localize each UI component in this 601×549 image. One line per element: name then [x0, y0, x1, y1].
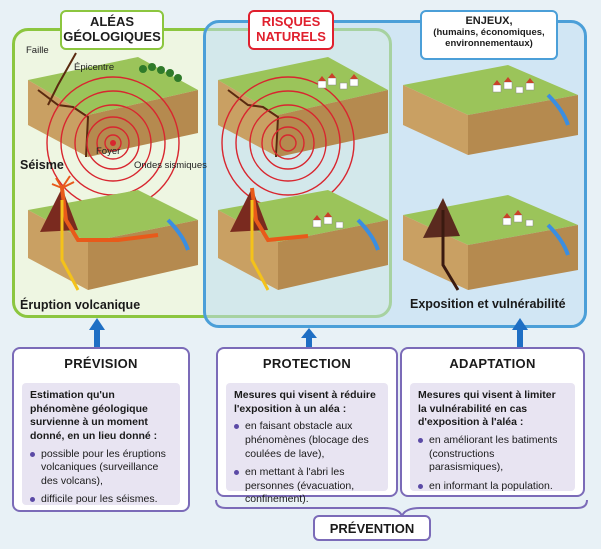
protection-intro: Mesures qui visent à réduire l'expositio…	[234, 389, 376, 415]
protection-title: PROTECTION	[262, 355, 352, 371]
protection-panel: PROTECTION Mesures qui visent à réduire …	[216, 347, 398, 505]
risques-title: RISQUES NATURELS	[248, 10, 334, 50]
enjeux-title-line1: ENJEUX,	[465, 15, 513, 27]
risques-title-line1: RISQUES	[261, 14, 321, 29]
town-block-enjeux	[403, 65, 578, 155]
epicentre-label: Épicentre	[74, 62, 115, 73]
volcano-block-aleas	[28, 175, 198, 291]
aleas-title-line1: ALÉAS	[89, 14, 135, 29]
arrow-up-protection	[301, 328, 317, 348]
enjeux-title-line3: environnementaux)	[445, 37, 533, 49]
prevision-item: possible pour les éruptions volcaniques …	[30, 448, 172, 489]
ondes-label: Ondes sismiques	[134, 160, 207, 171]
enjeux-title-line2: (humains, économiques,	[433, 26, 545, 38]
prevision-intro: Estimation qu'un phénomène géologique su…	[30, 389, 158, 442]
eruption-label: Éruption volcanique	[20, 298, 141, 312]
prevision-panel: PRÉVISION Estimation qu'un phénomène géo…	[12, 347, 190, 512]
aleas-title: ALÉAS GÉOLOGIQUES	[60, 10, 164, 50]
arrow-up-prevision	[89, 318, 105, 350]
adaptation-item: en informant la population.	[418, 480, 567, 494]
arrow-up-adaptation	[512, 318, 528, 348]
volcano-block-enjeux	[403, 195, 578, 291]
protection-item: en mettant à l'abri les personnes (évacu…	[234, 466, 380, 507]
enjeux-title: ENJEUX, (humains, économiques, environne…	[420, 10, 558, 60]
prevision-title: PRÉVISION	[64, 355, 138, 371]
aleas-title-line2: GÉOLOGIQUES	[63, 28, 161, 44]
adaptation-item: en améliorant les batiments (constructio…	[418, 434, 567, 475]
earthquake-block-risques	[218, 57, 388, 210]
earthquake-block-aleas	[28, 52, 198, 210]
seisme-label: Séisme	[20, 158, 64, 172]
volcano-block-risques	[218, 187, 388, 291]
exposition-label: Exposition et vulnérabilité	[410, 297, 566, 311]
adaptation-intro: Mesures qui visent à limiter la vulnérab…	[418, 389, 556, 429]
adaptation-title: ADAPTATION	[449, 355, 536, 371]
risques-title-line2: NATURELS	[256, 28, 326, 44]
adaptation-panel: ADAPTATION Mesures qui visent à limiter …	[400, 347, 585, 497]
prevision-item: difficile pour les séismes.	[30, 493, 172, 507]
protection-item: en faisant obstacle aux phénomènes (bloc…	[234, 420, 380, 461]
prevention-label: PRÉVENTION	[313, 515, 431, 541]
foyer-label: Foyer	[96, 146, 121, 157]
faille-label: Faille	[26, 45, 49, 56]
